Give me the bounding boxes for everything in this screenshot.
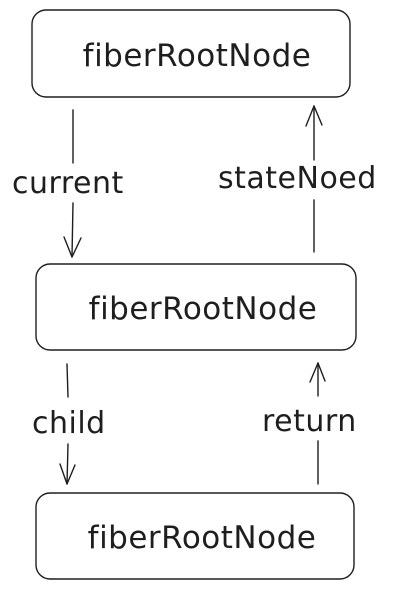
arrowhead-up-icon xyxy=(305,105,323,127)
arrow-line xyxy=(71,202,74,258)
edge-label-child: child xyxy=(32,406,106,441)
edge-current: current xyxy=(12,109,124,258)
node-root-top[interactable]: fiberRootNode xyxy=(31,9,351,98)
node-label: fiberRootNode xyxy=(89,291,318,327)
edge-label-statenoed: stateNoed xyxy=(218,161,377,196)
node-root-bottom[interactable]: fiberRootNode xyxy=(35,492,355,580)
arrow-line xyxy=(66,363,69,398)
arrow-line xyxy=(66,443,69,485)
arrowhead-down-icon xyxy=(63,236,82,258)
node-label: fiberRootNode xyxy=(88,520,317,556)
node-box xyxy=(35,263,357,351)
edge-return: return xyxy=(262,362,357,485)
node-root-middle[interactable]: fiberRootNode xyxy=(35,263,357,351)
edge-statenoed: stateNoed xyxy=(218,105,377,253)
edge-child: child xyxy=(32,363,106,485)
node-label: fiberRootNode xyxy=(83,38,312,74)
node-box xyxy=(35,492,355,580)
arrowhead-down-icon xyxy=(59,463,76,485)
edge-label-current: current xyxy=(12,166,124,201)
edge-label-return: return xyxy=(262,404,357,439)
arrowhead-up-icon xyxy=(309,362,326,383)
node-box xyxy=(31,9,351,98)
